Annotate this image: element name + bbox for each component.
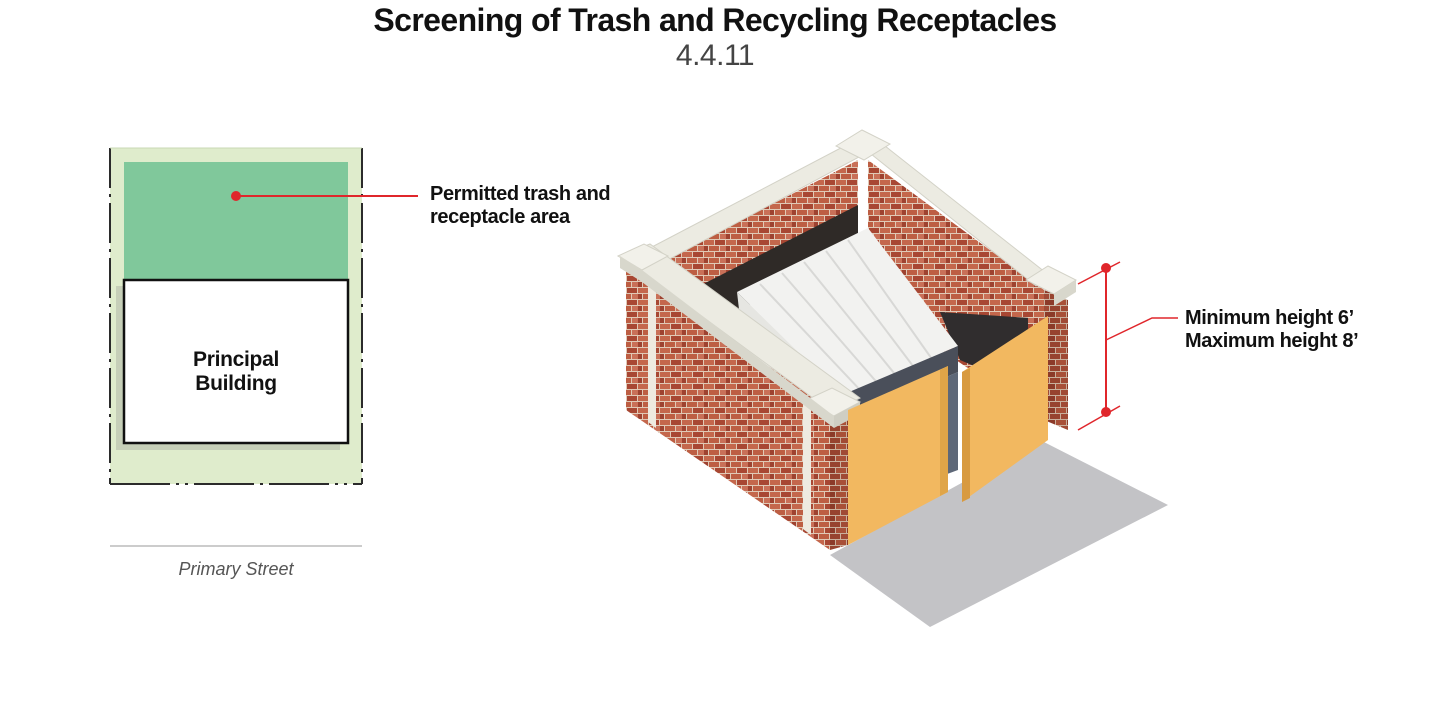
area-leader-dot bbox=[231, 191, 241, 201]
ground-shadow bbox=[830, 440, 1168, 627]
right-gate-edge bbox=[962, 368, 970, 502]
back-left-wall bbox=[660, 160, 858, 320]
permitted-area bbox=[124, 162, 348, 282]
section-number: 4.4.11 bbox=[675, 39, 755, 72]
left-wall-pier-strip bbox=[648, 285, 656, 428]
front-pier-face bbox=[830, 400, 848, 550]
permitted-area-label-line1: Permitted trash and bbox=[430, 183, 611, 205]
height-leader-line bbox=[1105, 317, 1178, 341]
height-dimension bbox=[1077, 261, 1178, 431]
principal-building-label-line2: Building bbox=[195, 372, 277, 395]
lot-boundary bbox=[109, 147, 363, 485]
permitted-area-label: Permitted trash and receptacle area bbox=[430, 183, 611, 229]
cap-edge-front bbox=[642, 270, 834, 428]
principal-building bbox=[122, 278, 350, 445]
max-height-label: Maximum height 8’ bbox=[1185, 330, 1359, 352]
right-gate bbox=[962, 316, 1048, 502]
enclosure-illustration bbox=[616, 129, 1168, 627]
right-pier bbox=[1044, 290, 1068, 430]
min-height-label: Minimum height 6’ bbox=[1185, 307, 1354, 329]
cap-edge-right bbox=[1054, 280, 1076, 306]
cap-edge-left bbox=[620, 256, 642, 282]
dimension-tick-top bbox=[1077, 261, 1121, 285]
height-label: Minimum height 6’ Maximum height 8’ bbox=[1185, 307, 1359, 353]
left-wall-outer bbox=[626, 270, 830, 550]
left-gate-edge bbox=[940, 366, 948, 496]
left-gate bbox=[848, 366, 948, 545]
principal-building-label-line1: Principal bbox=[193, 348, 279, 371]
site-plan bbox=[109, 147, 418, 547]
dimension-tick-bottom bbox=[1077, 405, 1121, 431]
left-wall-pier-strip-2 bbox=[803, 398, 811, 535]
principal-building-label: Principal Building bbox=[124, 348, 348, 396]
permitted-area-label-line2: receptacle area bbox=[430, 206, 570, 228]
page-title: Screening of Trash and Recycling Recepta… bbox=[373, 2, 1057, 38]
primary-street-label: Primary Street bbox=[178, 559, 294, 579]
dumpster-ribs bbox=[759, 239, 935, 393]
dimension-dot-top bbox=[1101, 263, 1111, 273]
dimension-dot-bottom bbox=[1101, 407, 1111, 417]
cap-corner-back bbox=[834, 129, 892, 161]
